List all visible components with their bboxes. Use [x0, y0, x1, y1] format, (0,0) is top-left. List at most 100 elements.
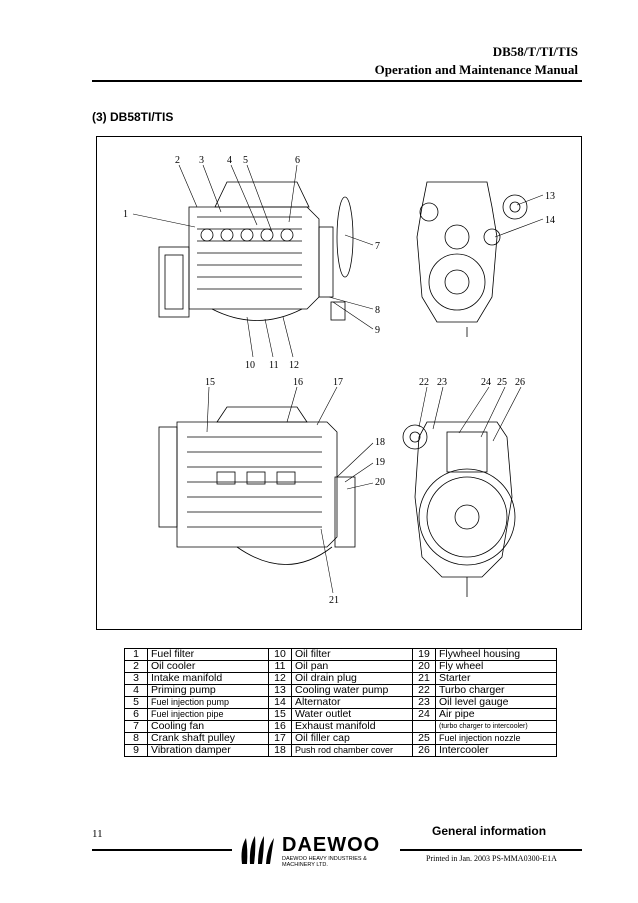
engine-rear-view-bottom	[402, 421, 516, 597]
part-number: 15	[268, 708, 292, 721]
engine-figure-frame: 1 2 3 4 5 6 7 8 9 10 11 12 13 14 15 16 1…	[96, 136, 582, 630]
part-label: Oil drain plug	[291, 672, 413, 685]
part-label: Oil filler cap	[291, 732, 413, 745]
part-number: 9	[124, 744, 148, 757]
callout-22: 22	[419, 377, 429, 388]
part-number: 24	[412, 708, 436, 721]
engine-side-view-bottom	[158, 406, 356, 565]
part-number: 5	[124, 696, 148, 709]
part-number: 4	[124, 684, 148, 697]
part-label: Alternator	[291, 696, 413, 709]
part-label: Priming pump	[147, 684, 269, 697]
part-label: Oil cooler	[147, 660, 269, 673]
part-label: Oil pan	[291, 660, 413, 673]
part-number: 2	[124, 660, 148, 673]
leader-lines	[132, 164, 544, 594]
callout-17: 17	[333, 377, 343, 388]
footer-section-title: General information	[432, 824, 547, 838]
callout-24: 24	[481, 377, 491, 388]
part-label: Fuel injection nozzle	[435, 732, 557, 745]
part-label: Cooling fan	[147, 720, 269, 733]
header-manual-title: Operation and Maintenance Manual	[374, 62, 578, 77]
part-label: Push rod chamber cover	[291, 744, 413, 757]
part-number: 13	[268, 684, 292, 697]
daewoo-logo: DAEWOO DAEWOO HEAVY INDUSTRIES & MACHINE…	[238, 834, 400, 870]
header-rule	[92, 80, 582, 82]
logo-wordmark: DAEWOO	[282, 834, 381, 856]
part-label: Intake manifold	[147, 672, 269, 685]
engine-diagram: 1 2 3 4 5 6 7 8 9 10 11 12 13 14 15 16 1…	[123, 155, 555, 606]
callout-4: 4	[227, 155, 232, 166]
logo-subtitle: DAEWOO HEAVY INDUSTRIES & MACHINERY LTD.	[282, 856, 367, 868]
callout-25: 25	[497, 377, 507, 388]
callout-labels: 1 2 3 4 5 6 7 8 9 10 11 12 13 14 15 16 1…	[123, 155, 555, 606]
callout-12: 12	[289, 360, 299, 371]
part-number: 22	[412, 684, 436, 697]
part-number: 10	[268, 648, 292, 661]
part-label: Water outlet	[291, 708, 413, 721]
part-number: 20	[412, 660, 436, 673]
callout-20: 20	[375, 477, 385, 488]
part-label: Air pipe	[435, 708, 557, 721]
callout-16: 16	[293, 377, 303, 388]
part-number: 8	[124, 732, 148, 745]
part-number: 7	[124, 720, 148, 733]
callout-11: 11	[269, 360, 279, 371]
part-number: 25	[412, 732, 436, 745]
part-number: 1	[124, 648, 148, 661]
callout-21: 21	[329, 595, 339, 606]
daewoo-emblem-icon	[241, 836, 274, 864]
callout-7: 7	[375, 241, 380, 252]
engine-front-view-top	[416, 181, 528, 337]
part-label: Crank shaft pulley	[147, 732, 269, 745]
callout-15: 15	[205, 377, 215, 388]
part-number: 3	[124, 672, 148, 685]
part-label: Vibration damper	[147, 744, 269, 757]
callout-2: 2	[175, 155, 180, 166]
part-number: 14	[268, 696, 292, 709]
part-number: 26	[412, 744, 436, 757]
header-model: DB58/T/TI/TIS	[492, 44, 578, 59]
callout-18: 18	[375, 437, 385, 448]
part-number	[412, 720, 436, 733]
part-label: Flywheel housing	[435, 648, 557, 661]
callout-5: 5	[243, 155, 248, 166]
part-number: 17	[268, 732, 292, 745]
part-label: Starter	[435, 672, 557, 685]
callout-8: 8	[375, 305, 380, 316]
part-label: Fly wheel	[435, 660, 557, 673]
part-label: Exhaust manifold	[291, 720, 413, 733]
part-label: Cooling water pump	[291, 684, 413, 697]
part-number: 23	[412, 696, 436, 709]
logo-subtitle-line1: DAEWOO HEAVY INDUSTRIES &	[282, 856, 367, 862]
part-number: 11	[268, 660, 292, 673]
callout-13: 13	[545, 191, 555, 202]
callout-3: 3	[199, 155, 204, 166]
footer-rule-right	[400, 849, 582, 851]
callout-23: 23	[437, 377, 447, 388]
part-number: 16	[268, 720, 292, 733]
part-label: (turbo charger to intercooler)	[435, 720, 557, 733]
callout-19: 19	[375, 457, 385, 468]
callout-6: 6	[295, 155, 300, 166]
logo-subtitle-line2: MACHINERY LTD.	[282, 862, 328, 868]
callout-10: 10	[245, 360, 255, 371]
callout-1: 1	[123, 209, 128, 220]
part-number: 21	[412, 672, 436, 685]
part-label: Fuel injection pipe	[147, 708, 269, 721]
print-info: Printed in Jan. 2003 PS-MMA0300-E1A	[426, 854, 557, 863]
part-number: 12	[268, 672, 292, 685]
engine-side-view-top	[158, 181, 354, 321]
part-number: 19	[412, 648, 436, 661]
part-label: Intercooler	[435, 744, 557, 757]
